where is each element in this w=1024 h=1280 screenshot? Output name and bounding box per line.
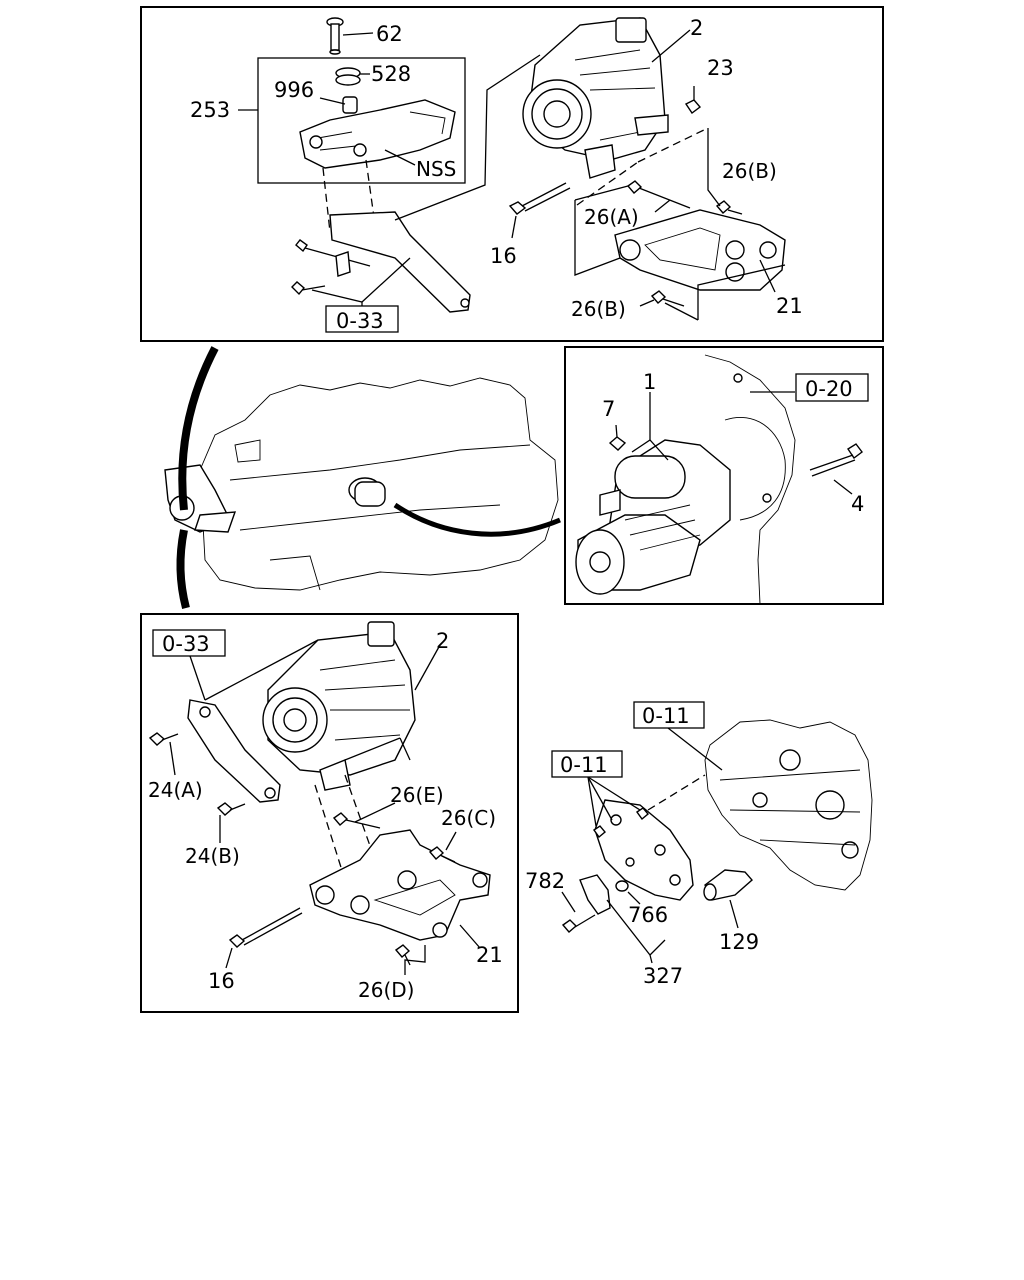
timing-cover-plate bbox=[594, 799, 694, 901]
nut-7 bbox=[608, 436, 627, 451]
nut-23 bbox=[684, 99, 702, 115]
ref-0-11-cover[interactable]: 0-11 bbox=[560, 753, 608, 777]
label-26b-lower: 26(B) bbox=[571, 297, 626, 321]
label-21-top: 21 bbox=[776, 294, 803, 318]
bolt-4 bbox=[809, 443, 863, 477]
label-26c: 26(C) bbox=[441, 806, 496, 830]
label-26e: 26(E) bbox=[390, 783, 444, 807]
label-782: 782 bbox=[525, 869, 565, 893]
panel-sensors bbox=[551, 701, 873, 964]
collar-996 bbox=[342, 96, 358, 114]
panel-alternator-bracket-top bbox=[140, 6, 884, 342]
label-327: 327 bbox=[643, 964, 683, 988]
ref-0-33-bottom[interactable]: 0-33 bbox=[162, 632, 210, 656]
oring-766 bbox=[615, 880, 629, 892]
bolt-26e bbox=[332, 812, 349, 826]
label-16-bottom: 16 bbox=[208, 969, 235, 993]
label-528: 528 bbox=[371, 62, 411, 86]
label-2-bottom: 2 bbox=[436, 629, 449, 653]
bolt-24b bbox=[216, 802, 234, 816]
label-26d: 26(D) bbox=[358, 978, 414, 1002]
label-nss: NSS bbox=[416, 157, 456, 181]
label-26a: 26(A) bbox=[584, 205, 639, 229]
panel-alternator-bracket-bottom bbox=[140, 613, 519, 1013]
label-16-top: 16 bbox=[490, 244, 517, 268]
bolt-26b-lower bbox=[650, 290, 667, 304]
label-62: 62 bbox=[376, 22, 403, 46]
alternator-top bbox=[522, 17, 669, 179]
bolts-lower-left bbox=[291, 239, 371, 296]
engine-overview bbox=[164, 346, 561, 610]
label-4: 4 bbox=[851, 492, 864, 516]
ref-0-33-top[interactable]: 0-33 bbox=[336, 309, 384, 333]
label-24a: 24(A) bbox=[148, 778, 203, 802]
bolt-26d bbox=[394, 944, 411, 958]
label-1: 1 bbox=[643, 370, 656, 394]
label-2-top: 2 bbox=[690, 16, 703, 40]
label-21-bottom: 21 bbox=[476, 943, 503, 967]
label-24b: 24(B) bbox=[185, 844, 240, 868]
alternator-bottom bbox=[262, 621, 416, 791]
adjust-plate bbox=[187, 699, 281, 803]
bushing-528 bbox=[335, 67, 361, 86]
starter-motor bbox=[575, 439, 731, 595]
label-996: 996 bbox=[274, 78, 314, 102]
label-23: 23 bbox=[707, 56, 734, 80]
ref-0-20[interactable]: 0-20 bbox=[805, 377, 853, 401]
bracket-253 bbox=[299, 99, 456, 169]
label-253: 253 bbox=[190, 98, 230, 122]
bolt-16-bottom bbox=[228, 907, 303, 948]
label-766: 766 bbox=[628, 903, 668, 927]
panel-starter bbox=[564, 346, 884, 605]
label-7: 7 bbox=[602, 397, 615, 421]
label-129: 129 bbox=[719, 930, 759, 954]
callout-labels: 62 528 996 253 NSS 2 23 26(B) 26(A) 16 2… bbox=[148, 16, 864, 1002]
bolt-24a bbox=[148, 732, 166, 746]
sensor-782 bbox=[561, 874, 611, 933]
label-26b-upper: 26(B) bbox=[722, 159, 777, 183]
bolt-16-top bbox=[508, 182, 571, 215]
bolt-26b-upper bbox=[715, 200, 732, 214]
bracket-arm bbox=[329, 211, 471, 313]
bolt-62 bbox=[326, 17, 344, 55]
ref-0-11-block[interactable]: 0-11 bbox=[642, 704, 690, 728]
sensor-129 bbox=[703, 869, 753, 901]
bolt-26a bbox=[626, 180, 643, 194]
bolt-26c bbox=[428, 846, 445, 860]
